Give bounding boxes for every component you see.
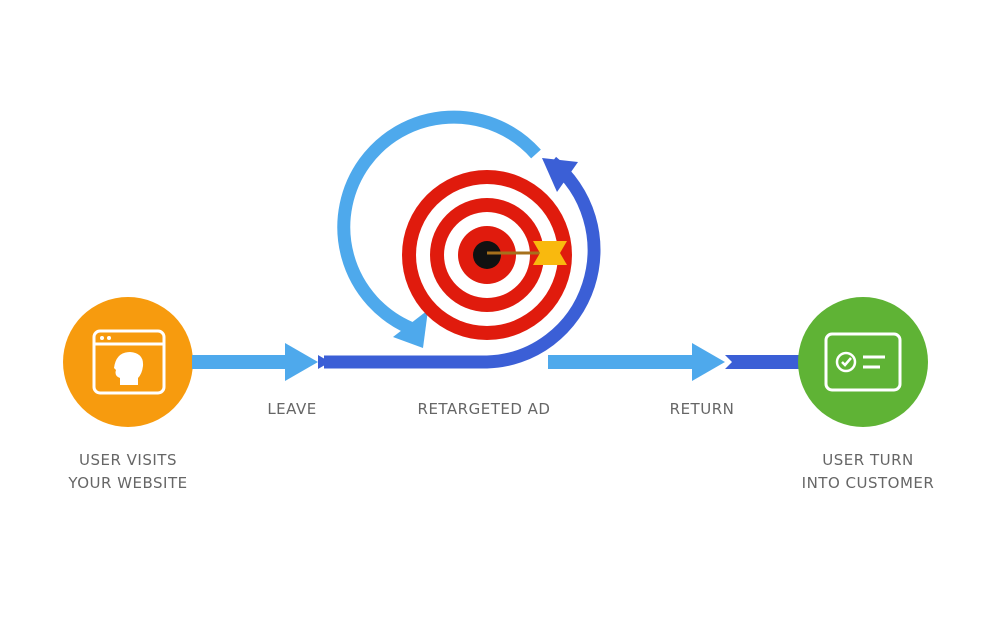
customer-line-2: INTO CUSTOMER (801, 474, 935, 492)
step-return-label: RETURN (669, 400, 735, 418)
retarget-loop-arrow (337, 110, 541, 348)
browser-user-icon (63, 297, 193, 427)
visit-line-2: YOUR WEBSITE (68, 474, 188, 492)
retarget-path-arrow (318, 156, 601, 369)
target-icon (402, 170, 572, 340)
checklist-card-icon (798, 297, 928, 427)
dart-icon (487, 241, 567, 265)
step-customer-label: USER TURN INTO CUSTOMER (802, 449, 935, 495)
step-retarget-label: RETARGETED AD (417, 400, 551, 418)
visit-line-1: USER VISITS (79, 451, 177, 469)
step-visit-label: USER VISITS YOUR WEBSITE (68, 449, 187, 495)
leave-arrow (192, 343, 318, 381)
return-arrow (548, 343, 800, 381)
customer-line-1: USER TURN (822, 451, 914, 469)
step-leave-label: LEAVE (267, 400, 317, 418)
